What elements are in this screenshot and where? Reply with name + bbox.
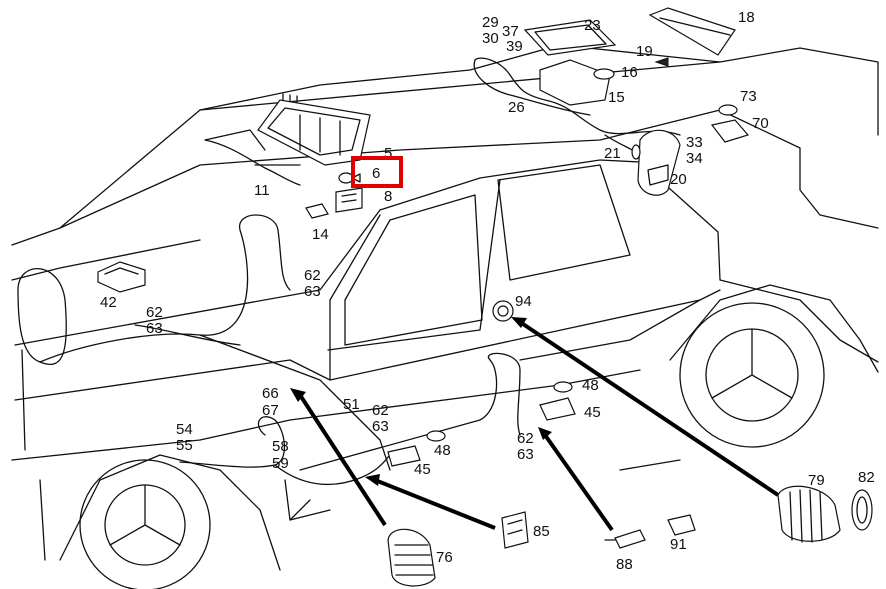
leader-arrows <box>290 317 780 532</box>
callout-45a[interactable]: 45 <box>414 461 431 478</box>
callout-62d[interactable]: 62 <box>517 430 534 447</box>
callout-67[interactable]: 67 <box>262 402 279 419</box>
callout-79[interactable]: 79 <box>808 472 825 489</box>
callout-14[interactable]: 14 <box>312 226 329 243</box>
callout-73[interactable]: 73 <box>740 88 757 105</box>
boot-76 <box>387 528 436 587</box>
lamp-cover-18 <box>648 7 736 56</box>
callout-63c[interactable]: 63 <box>372 418 389 435</box>
lamp-housing-23 <box>523 19 617 56</box>
callout-48b[interactable]: 48 <box>582 377 599 394</box>
dome-light-assembly <box>257 93 371 166</box>
callout-76[interactable]: 76 <box>436 549 453 566</box>
boot-79 <box>777 485 841 543</box>
callout-70[interactable]: 70 <box>752 115 769 132</box>
callout-59[interactable]: 59 <box>272 455 289 472</box>
callout-63d[interactable]: 63 <box>517 446 534 463</box>
callout-26[interactable]: 26 <box>508 99 525 116</box>
clip-85 <box>501 511 529 549</box>
callout-88[interactable]: 88 <box>616 556 633 573</box>
callout-54[interactable]: 54 <box>176 421 193 438</box>
callout-15[interactable]: 15 <box>608 89 625 106</box>
callout-33[interactable]: 33 <box>686 134 703 151</box>
callout-85[interactable]: 85 <box>533 523 550 540</box>
reading-lamp-42 <box>97 261 146 293</box>
callout-66[interactable]: 66 <box>262 385 279 402</box>
bulb-73-lamp-70 <box>710 104 750 143</box>
door-handle-lamp-20 <box>631 129 681 196</box>
callout-55[interactable]: 55 <box>176 437 193 454</box>
cover-82 <box>851 489 873 531</box>
callout-34[interactable]: 34 <box>686 150 703 167</box>
bulb-part-6 <box>338 172 361 184</box>
callout-39[interactable]: 39 <box>506 38 523 55</box>
callout-45b[interactable]: 45 <box>584 404 601 421</box>
grommet-94 <box>492 300 514 322</box>
callout-20[interactable]: 20 <box>670 171 687 188</box>
callout-29[interactable]: 29 <box>482 14 499 31</box>
highlight-box <box>351 156 403 188</box>
callout-58[interactable]: 58 <box>272 438 289 455</box>
callout-6[interactable]: 6 <box>372 165 381 182</box>
callout-62b[interactable]: 62 <box>146 304 163 321</box>
callout-63a[interactable]: 63 <box>304 283 321 300</box>
callout-19[interactable]: 19 <box>636 43 653 60</box>
callout-63b[interactable]: 63 <box>146 320 163 337</box>
courtesy-lamp-45 <box>387 381 576 467</box>
callout-62a[interactable]: 62 <box>304 267 321 284</box>
callout-48a[interactable]: 48 <box>434 442 451 459</box>
clip-part-14 <box>305 203 329 219</box>
callout-30[interactable]: 30 <box>482 30 499 47</box>
callout-11[interactable]: 11 <box>254 182 270 199</box>
callout-21[interactable]: 21 <box>604 145 621 162</box>
callout-62c[interactable]: 62 <box>372 402 389 419</box>
callout-42[interactable]: 42 <box>100 294 117 311</box>
callout-51[interactable]: 51 <box>343 396 360 413</box>
switch-part-8 <box>335 187 363 213</box>
clip-91 <box>667 514 696 536</box>
lamp-88 <box>604 529 646 549</box>
callout-23[interactable]: 23 <box>584 17 601 34</box>
callout-8[interactable]: 8 <box>384 188 393 205</box>
callout-16[interactable]: 16 <box>621 64 638 81</box>
callout-82[interactable]: 82 <box>858 469 875 486</box>
lamp-lens-15 <box>539 59 615 106</box>
screw-19 <box>654 57 669 67</box>
callout-5[interactable]: 5 <box>384 145 393 162</box>
callout-94[interactable]: 94 <box>515 293 532 310</box>
callout-37[interactable]: 37 <box>502 23 519 40</box>
callout-18[interactable]: 18 <box>738 9 755 26</box>
callout-91[interactable]: 91 <box>670 536 687 553</box>
